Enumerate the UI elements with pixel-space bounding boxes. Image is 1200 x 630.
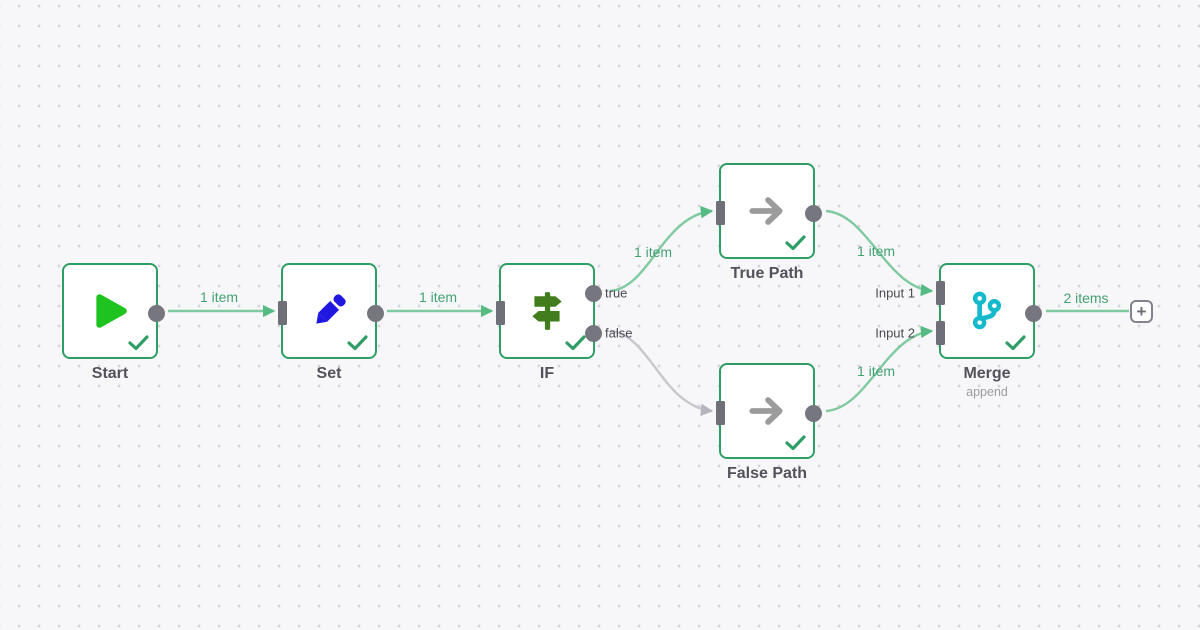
node-title: True Path — [730, 265, 804, 282]
output-endpoint[interactable] — [367, 304, 384, 322]
output-endpoint[interactable] — [805, 404, 822, 422]
node-true-path[interactable]: True Path — [716, 163, 822, 282]
connection-items-label: 2 items — [1063, 290, 1109, 306]
connection-items-label: 1 item — [856, 363, 896, 379]
node-subtitle: append — [966, 385, 1008, 399]
input-port-label-2: Input 2 — [875, 325, 915, 341]
connection-items-label: 1 item — [856, 243, 896, 259]
node-caption: IF — [540, 365, 554, 383]
input-endpoint[interactable] — [716, 201, 725, 225]
success-checkmark-icon — [1005, 335, 1026, 351]
success-checkmark-icon — [785, 435, 806, 451]
output-endpoint[interactable] — [148, 304, 165, 322]
input-port-label-1: Input 1 — [875, 285, 915, 301]
arrow-right-icon — [749, 197, 783, 225]
play-icon — [96, 294, 127, 328]
input-endpoint[interactable] — [716, 401, 725, 425]
node-caption: Start — [92, 365, 128, 383]
connection-if-true-truepath[interactable] — [609, 205, 714, 293]
connection-truepath-merge[interactable] — [825, 209, 934, 297]
node-title: Set — [316, 365, 342, 382]
input-endpoint[interactable] — [496, 301, 505, 325]
output-port-label-false: false — [605, 325, 633, 341]
node-caption: True Path — [731, 265, 804, 283]
node-merge[interactable]: Input 1 Input 2 Merge append — [875, 263, 1042, 399]
input-endpoint-1[interactable] — [936, 281, 945, 305]
merge-icon — [972, 291, 1002, 330]
output-endpoint[interactable] — [1025, 304, 1042, 322]
node-caption: False Path — [727, 465, 807, 483]
arrow-right-icon — [749, 397, 783, 425]
success-checkmark-icon — [785, 235, 806, 251]
input-endpoint[interactable] — [278, 301, 287, 325]
success-checkmark-icon — [347, 335, 368, 351]
node-set[interactable]: Set — [278, 263, 384, 382]
output-endpoint[interactable] — [805, 204, 822, 222]
pencil-icon — [316, 294, 346, 324]
node-title: False Path — [726, 465, 808, 482]
output-port-label-true: true — [605, 285, 628, 301]
connection-items-label: 1 item — [633, 244, 673, 260]
plus-icon: + — [1136, 302, 1147, 321]
success-checkmark-icon — [565, 335, 586, 351]
node-title: Start — [91, 365, 129, 382]
signpost-icon — [532, 292, 562, 330]
node-if[interactable]: true false IF — [496, 263, 632, 382]
success-checkmark-icon — [128, 335, 149, 351]
node-false-path[interactable]: False Path — [716, 363, 822, 482]
add-node-button[interactable]: + — [1130, 300, 1153, 323]
node-start[interactable]: Start — [62, 263, 165, 382]
connection-falsepath-merge[interactable] — [825, 325, 934, 413]
node-title: IF — [539, 365, 555, 382]
connection-items-label: 1 item — [418, 289, 458, 305]
connection-items-label: 1 item — [199, 289, 239, 305]
input-endpoint-2[interactable] — [936, 321, 945, 345]
output-endpoint-false[interactable] — [585, 324, 602, 342]
node-caption: Merge append — [963, 365, 1010, 399]
connection-if-false-falsepath[interactable] — [609, 329, 714, 417]
output-endpoint-true[interactable] — [585, 284, 602, 302]
node-title: Merge — [963, 365, 1011, 382]
node-caption: Set — [317, 365, 342, 383]
